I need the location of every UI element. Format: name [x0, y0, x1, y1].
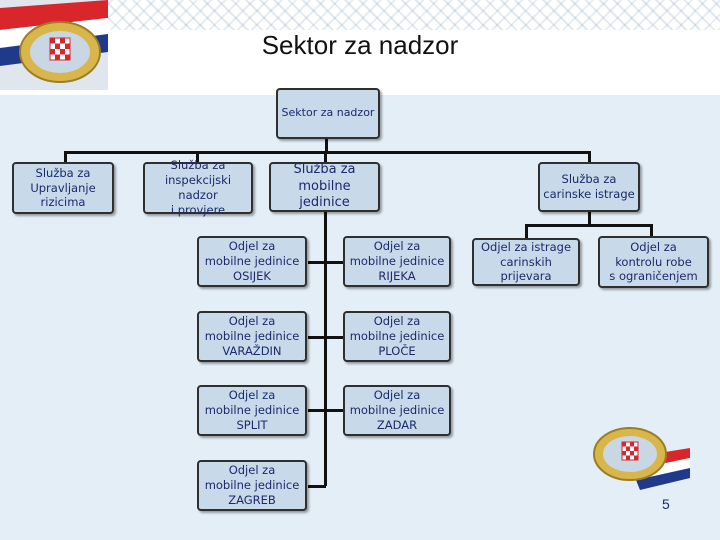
connector-investigation-bar	[525, 224, 653, 227]
connector-l1-2	[196, 151, 199, 164]
connector-mobile-row4	[308, 485, 326, 488]
org-node-customs-investigations: Služba za carinske istrage	[538, 162, 640, 212]
connector-root-down	[325, 139, 328, 153]
org-node-root: Sektor za nadzor	[276, 88, 380, 139]
connector-level1-bar	[64, 151, 590, 154]
org-node-mobile-rijeka: Odjel za mobilne jedinice RIJEKA	[343, 236, 451, 287]
header-band	[0, 0, 720, 95]
org-node-mobile-zagreb: Odjel za mobilne jedinice ZAGREB	[197, 460, 307, 511]
org-node-risk-management: Služba za Upravljanje rizicima	[12, 162, 114, 214]
slide-title: Sektor za nadzor	[261, 30, 459, 60]
connector-mobile-row2	[308, 336, 344, 339]
connector-mobile-row1	[308, 261, 344, 264]
connector-mobile-trunk	[324, 210, 327, 486]
connector-mobile-row3	[308, 409, 344, 412]
org-node-mobile-varazdin: Odjel za mobilne jedinice VARAŽDIN	[197, 311, 307, 362]
org-node-mobile-units: Služba za mobilne jedinice	[269, 162, 380, 212]
customs-logo-bottom	[588, 418, 690, 490]
customs-emblem-icon	[593, 427, 690, 490]
org-node-restricted-goods: Odjel za kontrolu robe s ograničenjem	[598, 236, 709, 288]
org-node-fraud-investigation: Odjel za istrage carinskih prijevara	[472, 238, 580, 286]
org-node-mobile-ploce: Odjel za mobilne jedinice PLOČE	[343, 311, 451, 362]
connector-l1-1	[64, 151, 67, 164]
connector-inv-1	[525, 224, 528, 240]
connector-inv-2	[650, 224, 653, 238]
org-node-mobile-split: Odjel za mobilne jedinice SPLIT	[197, 385, 307, 436]
connector-l1-4	[588, 151, 591, 162]
header-pattern	[105, 0, 720, 30]
connector-l1-3	[324, 151, 327, 164]
connector-investigation-down	[588, 210, 591, 226]
org-node-mobile-zadar: Odjel za mobilne jedinice ZADAR	[343, 385, 451, 436]
org-node-mobile-osijek: Odjel za mobilne jedinice OSIJEK	[197, 236, 307, 287]
customs-emblem-icon	[0, 0, 108, 90]
customs-logo-top	[0, 0, 108, 90]
org-node-inspection: Služba za inspekcijski nadzor i provjere	[143, 158, 253, 217]
page-number: 5	[662, 496, 670, 512]
